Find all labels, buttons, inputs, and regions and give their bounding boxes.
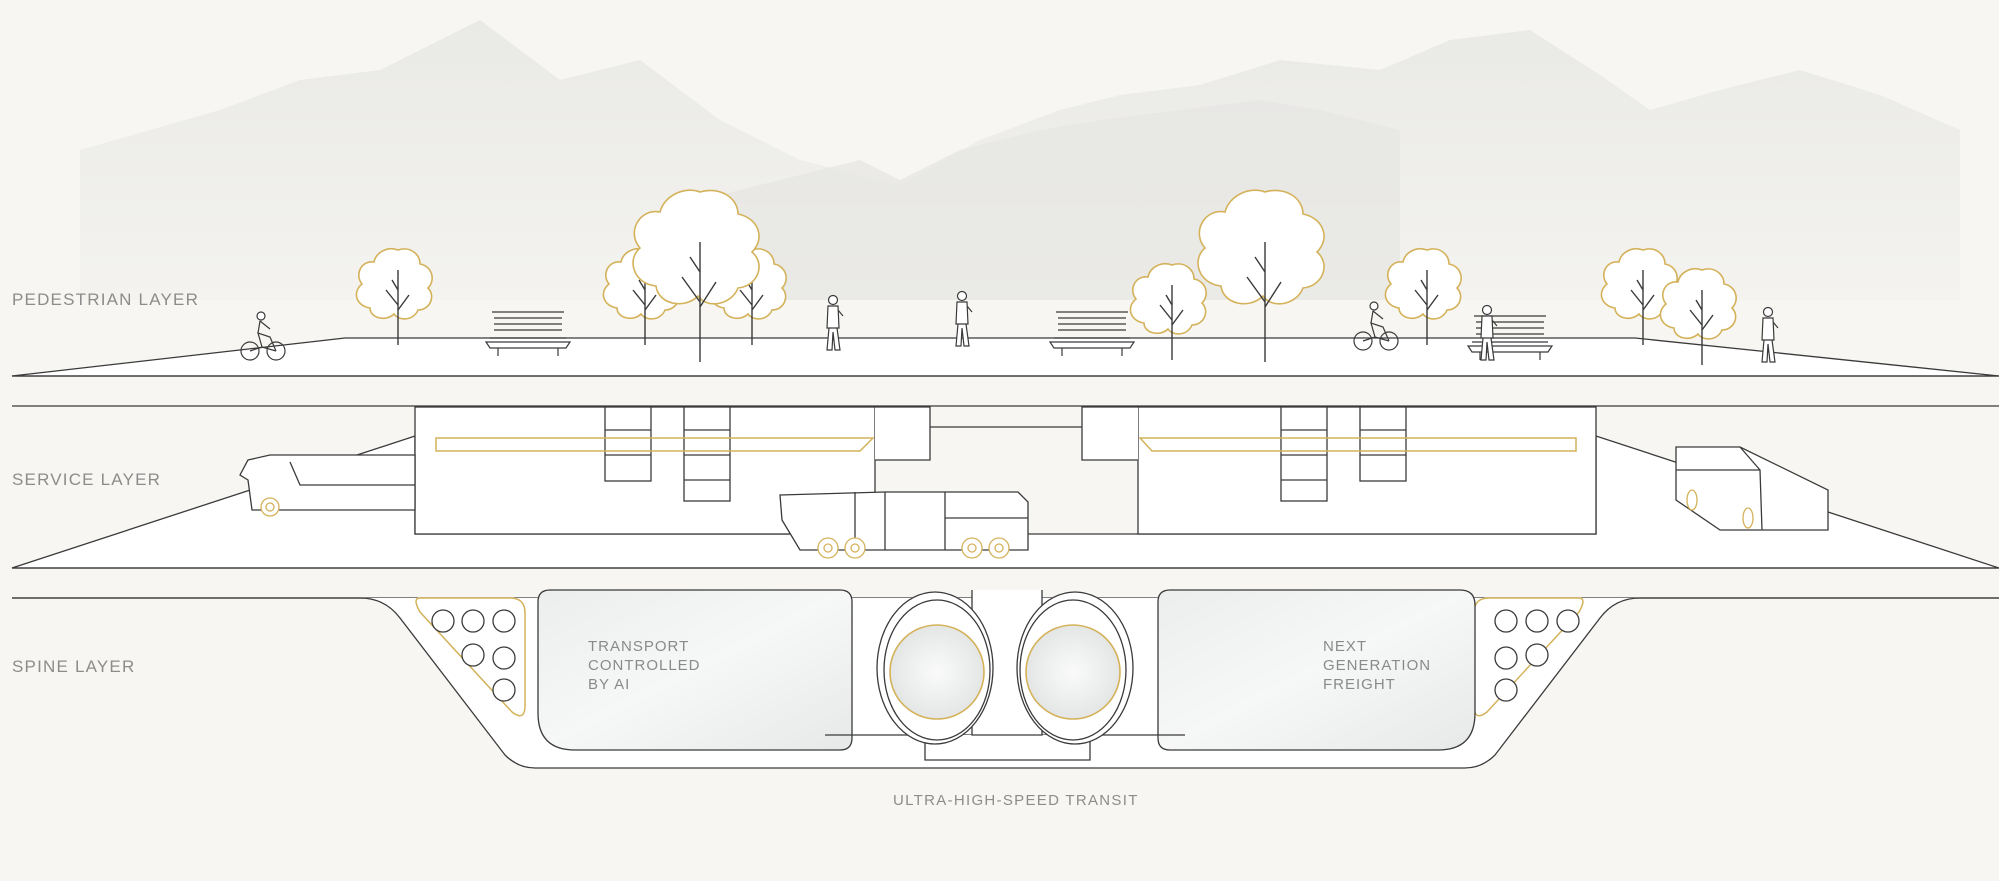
van-icon — [1675, 446, 1829, 531]
pedestrian-layer-label: PEDESTRIAN LAYER — [12, 290, 200, 309]
bus-icon — [239, 454, 416, 517]
ai-transport-line-1: TRANSPORT — [588, 638, 690, 655]
ai-transport-line-3: BY AI — [588, 676, 631, 693]
duct-circles — [431, 609, 1580, 702]
ai-transport-panel-text: TRANSPORT CONTROLLED BY AI — [588, 637, 701, 694]
ai-transport-line-2: CONTROLLED — [588, 657, 701, 674]
spine-layer-label: SPINE LAYER — [12, 657, 136, 676]
spine-panels — [537, 589, 1476, 751]
transit-caption: ULTRA-HIGH-SPEED TRANSIT — [893, 792, 1139, 809]
service-layer-label: SERVICE LAYER — [12, 470, 162, 489]
pedestrian-deck — [11, 337, 1999, 407]
freight-line-2: GENERATION — [1323, 657, 1432, 674]
tunnel-tube-icon — [825, 590, 1185, 761]
freight-panel-text: NEXT GENERATION FREIGHT — [1323, 637, 1431, 694]
freight-line-1: NEXT — [1323, 638, 1368, 655]
freight-line-3: FREIGHT — [1323, 676, 1396, 693]
mountain-backdrop — [80, 20, 1960, 300]
truck-icon — [779, 491, 1029, 559]
